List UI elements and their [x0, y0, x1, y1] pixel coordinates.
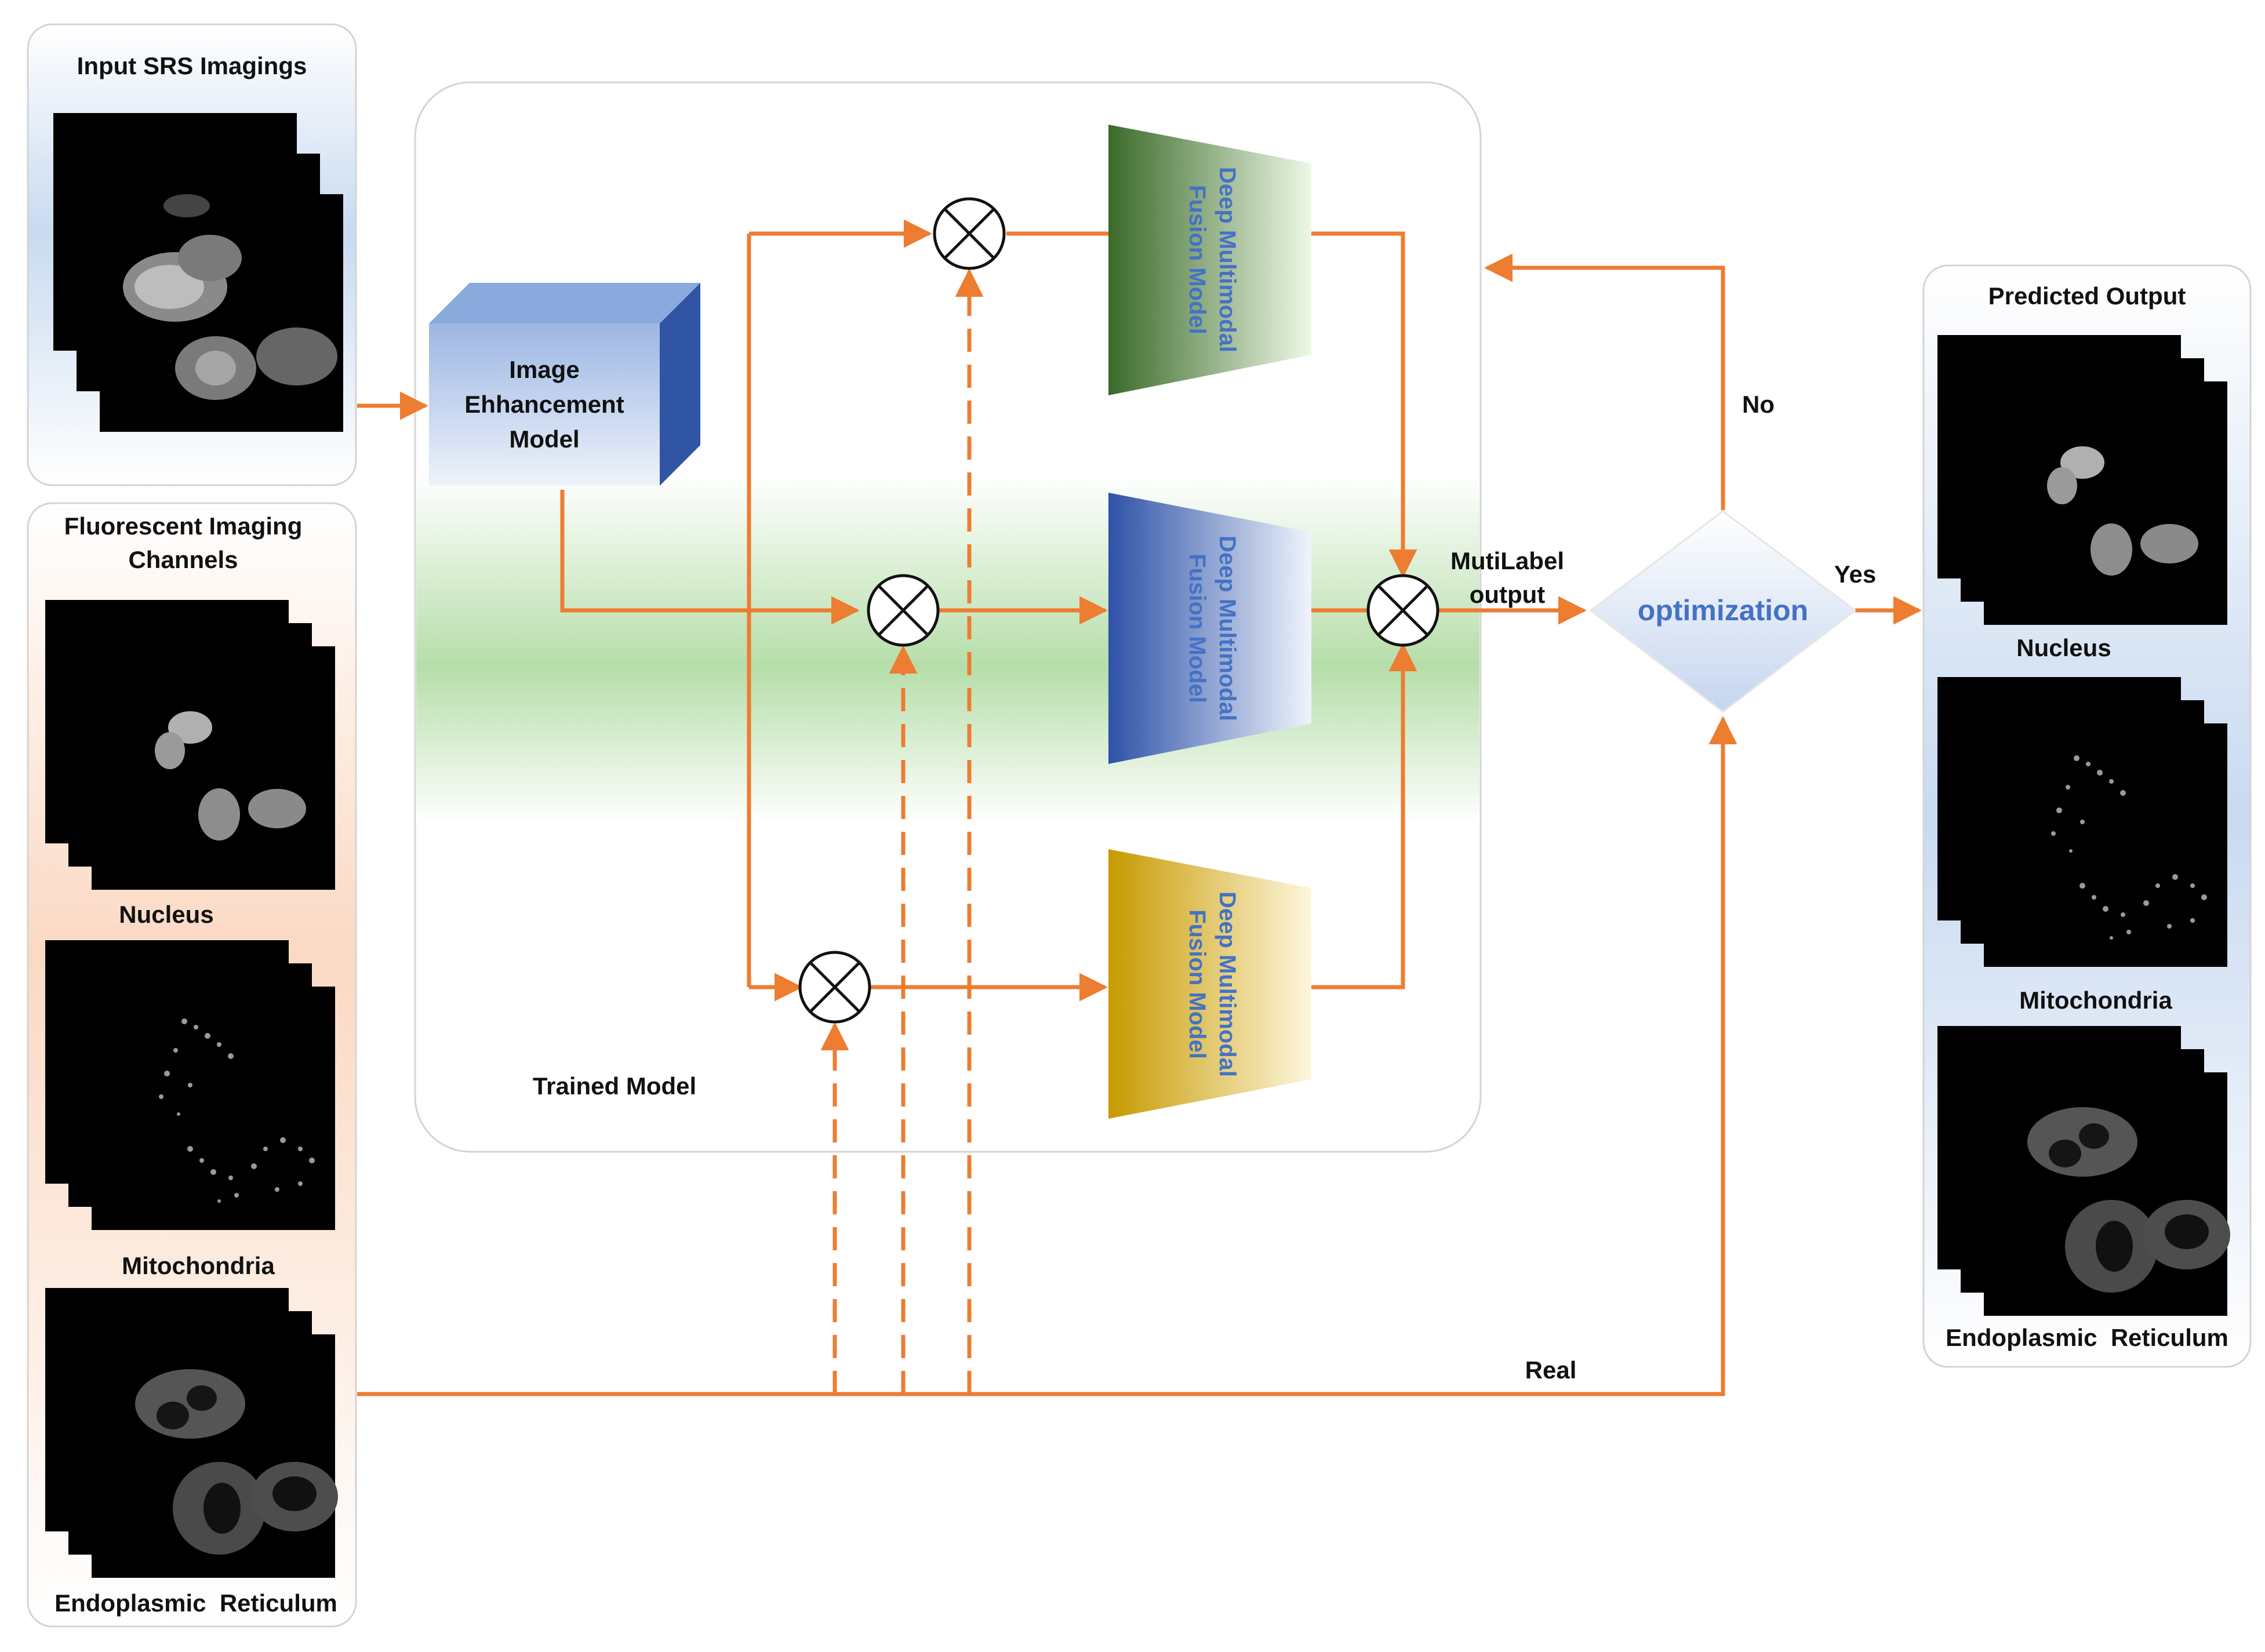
multilabel-line2: output	[1470, 581, 1546, 608]
arrow-enhancement-to-mult-mid	[560, 490, 860, 625]
no-label: No	[1742, 391, 1775, 418]
output-panel-title: Predicted Output	[1988, 282, 2186, 310]
trained-model-panel: Trained Model Image Ehhancement Model De…	[414, 81, 1482, 1153]
fusion-blue-line2: Fusion Model	[1184, 554, 1210, 703]
decision-diamond	[1589, 510, 1857, 713]
output-er-image	[1937, 1026, 2230, 1316]
input-panel-title: Input SRS Imagings	[77, 52, 307, 79]
cube-side	[660, 283, 700, 486]
fusion-model-green: Deep Multimodal Fusion Model	[1108, 125, 1311, 395]
fusion-model-blue: Deep Multimodal Fusion Model	[1108, 493, 1311, 764]
multiply-icon-bottom	[798, 951, 871, 1024]
fluor-er-image	[45, 1288, 338, 1578]
input-panel: Input SRS Imagings	[27, 23, 357, 486]
output-panel: Predicted Output Nucleus Mitochondria En…	[1922, 264, 2252, 1368]
fusion-gold-line1: Deep Multimodal	[1215, 892, 1240, 1077]
green-band	[416, 475, 1479, 823]
image-enhancement-block: Image Ehhancement Model	[429, 283, 700, 486]
fusion-gold-line2: Fusion Model	[1184, 909, 1210, 1059]
arrow-feedback-no	[1484, 253, 1725, 510]
trained-model-label: Trained Model	[533, 1072, 696, 1100]
fluor-nucleus-image	[45, 600, 335, 890]
cube-front	[429, 323, 660, 486]
fluorescent-title-line2: Channels	[128, 546, 238, 573]
enhancement-line1: Image	[509, 356, 579, 383]
arrow-real-to-optimization	[357, 716, 1737, 1396]
fluor-mitochondria-image	[45, 940, 335, 1230]
multiplier-nodes	[798, 197, 1439, 1024]
connectors	[357, 219, 1922, 1396]
optimization-decision: optimization	[1589, 510, 1857, 713]
fusion-green-line2: Fusion Model	[1184, 185, 1210, 334]
multilabel-line1: MutiLabel	[1450, 547, 1564, 574]
fusion-model-gold: Deep Multimodal Fusion Model	[1108, 849, 1311, 1119]
fusion-green-shape	[1108, 125, 1311, 395]
fluorescent-panel: Fluorescent Imaging Channels Nucleus Mit…	[27, 502, 357, 1628]
fluor-nucleus-label: Nucleus	[119, 901, 213, 928]
output-mitochondria-image	[1937, 677, 2227, 967]
fusion-gold-shape	[1108, 849, 1311, 1119]
output-er-label: Endoplasmic Reticulum	[1946, 1324, 2228, 1351]
enhancement-line2: Ehhancement	[464, 391, 624, 418]
output-nucleus-label: Nucleus	[2016, 634, 2111, 661]
yes-label: Yes	[1834, 561, 1876, 588]
cube-top	[429, 283, 700, 323]
real-label: Real	[1525, 1356, 1577, 1384]
enhancement-line3: Model	[509, 425, 579, 453]
fluor-er-label: Endoplasmic Reticulum	[54, 1589, 337, 1617]
fluor-mitochondria-label: Mitochondria	[122, 1252, 275, 1279]
arrow-fusion-top-to-combiner	[1311, 231, 1417, 578]
multiply-icon-combiner	[1366, 574, 1439, 647]
srs-image-stack	[53, 113, 343, 432]
multiply-icon-mid	[867, 574, 940, 647]
fluorescent-title-line1: Fluorescent Imaging	[64, 512, 303, 540]
fusion-blue-line1: Deep Multimodal	[1215, 536, 1240, 721]
arrow-fusion-bottom-to-combiner	[1311, 643, 1417, 989]
optimization-label: optimization	[1638, 594, 1808, 627]
multiply-icon-top	[933, 197, 1006, 270]
fusion-blue-shape	[1108, 493, 1311, 764]
output-mitochondria-label: Mitochondria	[2019, 987, 2172, 1014]
fusion-green-line1: Deep Multimodal	[1215, 167, 1240, 352]
output-nucleus-image	[1937, 335, 2227, 625]
